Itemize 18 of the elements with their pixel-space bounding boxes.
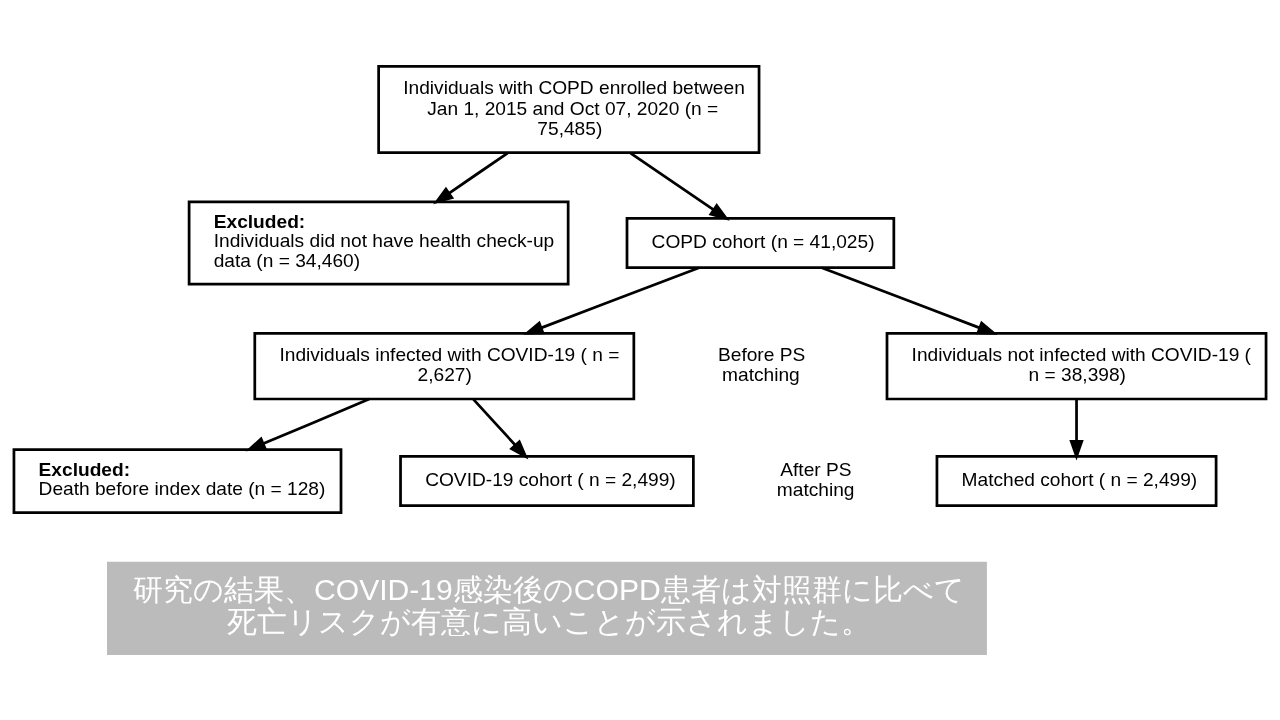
node-box: Excluded: Death before index date (n = 128) [12,448,343,514]
arrow [1069,399,1084,461]
label: 研究の結果、COVID-19感染後のCOPD患者は対照群に比べて死亡リスクが有意に高いことが示されました。 [133,572,965,639]
node-box: Individuals infected with COVID-19 ( n = 2,627) [253,331,636,401]
arrow [245,397,370,452]
node-box: COVID-19 cohort ( n = 2,499) [399,455,695,508]
arrow [821,266,998,335]
node-box: COPD cohort (n = 41,025) [625,217,896,269]
node-box: Individuals with COPD enrolled between Jan 1, 2015 and Oct 07, 2020 (n = 75,485) [377,65,761,155]
arrow [629,151,730,221]
node-box: Individuals not infected with COVID-19 ( n = 38,398) [885,331,1268,401]
label: Before PS matching [718,343,806,386]
arrow [433,151,509,205]
node-box: Matched cohort ( n = 2,499) [935,455,1218,508]
label: After PS matching [776,458,855,501]
node-box: Excluded: Individuals did not have health check-up data (n = 34,460) [187,200,570,286]
arrow [472,398,529,460]
arrow [523,266,700,335]
